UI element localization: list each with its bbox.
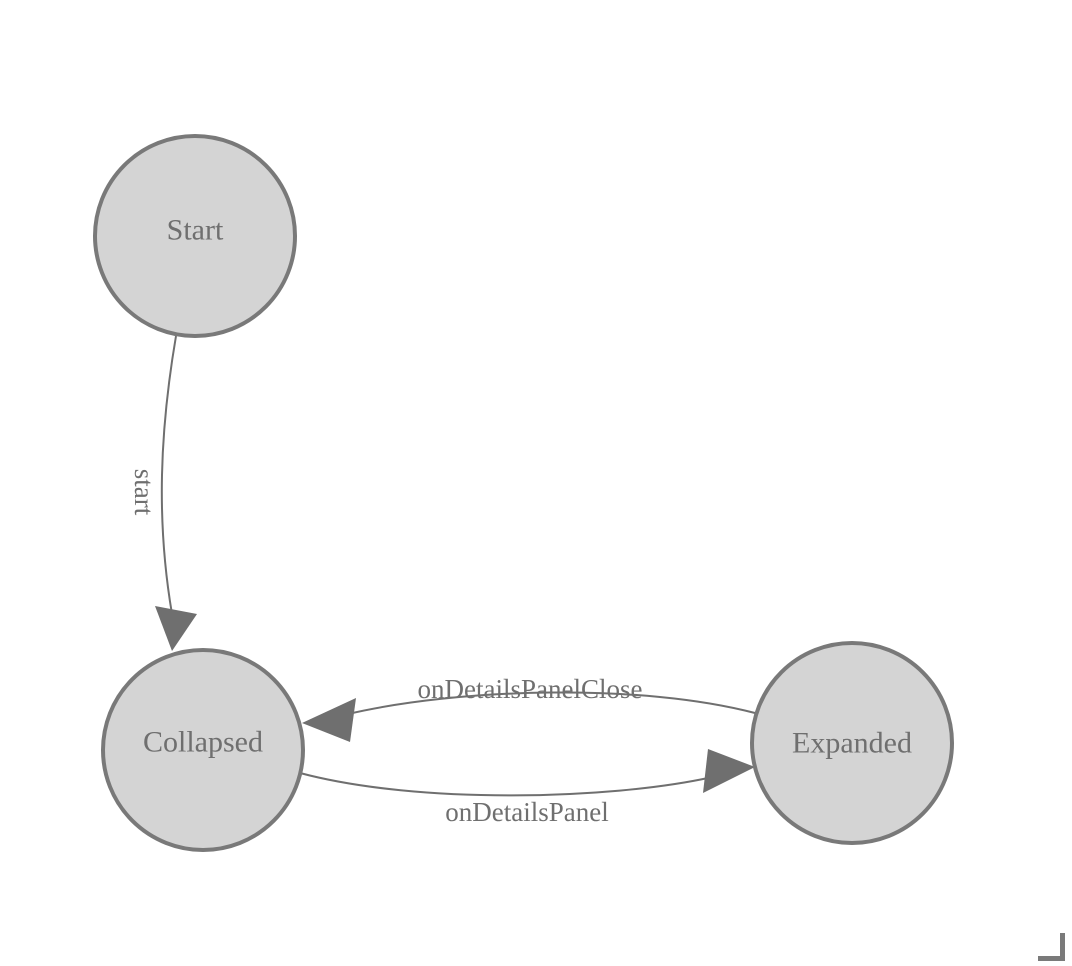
edge-label-on-details-panel-close: onDetailsPanelClose: [418, 674, 643, 704]
edge-start-to-collapsed-arrowhead: [155, 606, 197, 651]
node-expanded[interactable]: Expanded: [750, 641, 954, 845]
node-collapsed-label: Collapsed: [143, 726, 263, 759]
edge-label-start: start: [129, 469, 159, 516]
edge-start-to-collapsed[interactable]: [155, 335, 197, 651]
edge-expanded-to-collapsed-path: [347, 691, 756, 715]
node-collapsed[interactable]: Collapsed: [101, 648, 305, 852]
edge-collapsed-to-expanded-path: [299, 772, 709, 797]
edge-label-on-details-panel: onDetailsPanel: [445, 797, 608, 827]
edge-collapsed-to-expanded[interactable]: [299, 749, 755, 797]
node-start[interactable]: Start: [93, 134, 297, 338]
edge-start-to-collapsed-path: [160, 335, 177, 615]
node-expanded-circle: [750, 641, 954, 845]
node-start-label: Start: [167, 214, 224, 247]
bottom-right-corner-bracket-icon: [1038, 933, 1065, 961]
edge-expanded-to-collapsed[interactable]: [302, 691, 756, 742]
edge-collapsed-to-expanded-arrowhead: [703, 749, 755, 793]
node-collapsed-circle: [101, 648, 305, 852]
node-start-circle: [93, 134, 297, 338]
node-expanded-label: Expanded: [792, 727, 912, 760]
edge-expanded-to-collapsed-arrowhead: [302, 698, 356, 742]
